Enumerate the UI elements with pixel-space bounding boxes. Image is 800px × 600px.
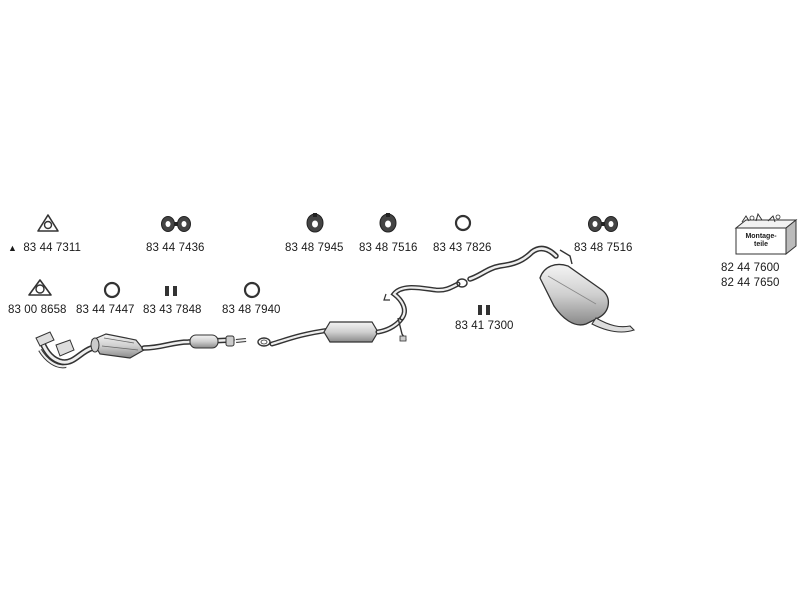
seal-ring-icon: [103, 281, 121, 299]
part-number-label: 83 48 7516: [574, 242, 633, 254]
clamp-pair-icon: [478, 305, 490, 315]
part-number-label: 83 48 7516: [359, 242, 418, 254]
part-number-label: 83 43 7848: [143, 304, 202, 316]
part-number-label: 83 43 7826: [433, 242, 492, 254]
intermediate-pipe: [383, 278, 468, 321]
part-number-label: 83 00 8658: [8, 304, 67, 316]
marker-triangle: ▲: [8, 243, 18, 253]
catalytic-converter: [90, 333, 145, 359]
double-ring-hanger-icon: [588, 216, 618, 232]
mounting-kit-number: 82 44 7650: [721, 277, 780, 289]
flange-gasket-icon: [28, 279, 52, 296]
middle-pipe: [269, 315, 407, 347]
rubber-hanger-icon: [379, 213, 397, 233]
front-downpipe: [35, 331, 95, 369]
part-number-label: 83 44 7447: [76, 304, 135, 316]
mounting-kit-number: 82 44 7600: [721, 262, 780, 274]
part-number-label: 83 48 7945: [285, 242, 344, 254]
rear-silencer: [539, 263, 636, 333]
pipe-clamp: [257, 337, 271, 347]
front-pipe: [141, 334, 247, 351]
part-number-label: 83 44 7436: [146, 242, 205, 254]
rubber-hanger-icon: [306, 213, 324, 233]
part-number-label: 83 41 7300: [455, 320, 514, 332]
seal-ring-icon: [243, 281, 261, 299]
flange-gasket-icon: [37, 214, 59, 232]
part-number-label: 83 48 7940: [222, 304, 281, 316]
mounting-kit-box-icon: [734, 212, 798, 256]
part-number-label: ▲ 83 44 7311: [8, 242, 82, 254]
mounting-kit-box-label: Montage- teile: [745, 233, 777, 248]
seal-ring-icon: [454, 214, 472, 232]
clamp-pair-icon: [165, 286, 177, 296]
double-ring-hanger-icon: [161, 216, 191, 232]
rear-pipe: [467, 245, 573, 282]
